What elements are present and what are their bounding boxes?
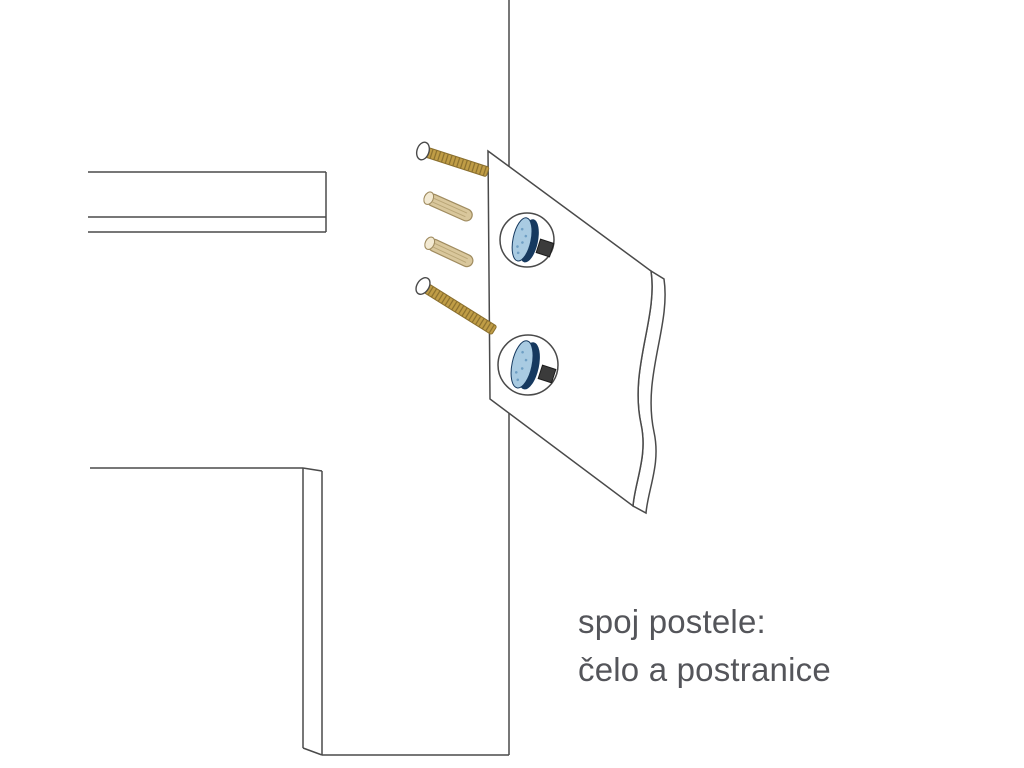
side-panel: [487, 149, 666, 515]
cam-lock-top: [499, 212, 555, 268]
frame-corner-bottom: [90, 467, 323, 756]
cam-disc-top: [511, 217, 539, 263]
dowel-bottom: [424, 236, 474, 268]
side-panel-face: [487, 149, 653, 508]
caption-line-2: čelo a postranice: [578, 651, 831, 688]
cam-lock-bottom: [497, 334, 559, 396]
cam-nut-top: [535, 238, 555, 258]
cam-disc-bottom: [510, 340, 540, 390]
cam-nut-bottom: [537, 364, 557, 384]
dowel-top: [423, 191, 473, 222]
bolt-top: [415, 141, 490, 177]
caption-line-1: spoj postele:: [578, 603, 766, 640]
bolt-bottom: [415, 277, 497, 335]
caption: spoj postele: čelo a postranice: [578, 598, 831, 694]
side-rail-top: [88, 171, 327, 233]
